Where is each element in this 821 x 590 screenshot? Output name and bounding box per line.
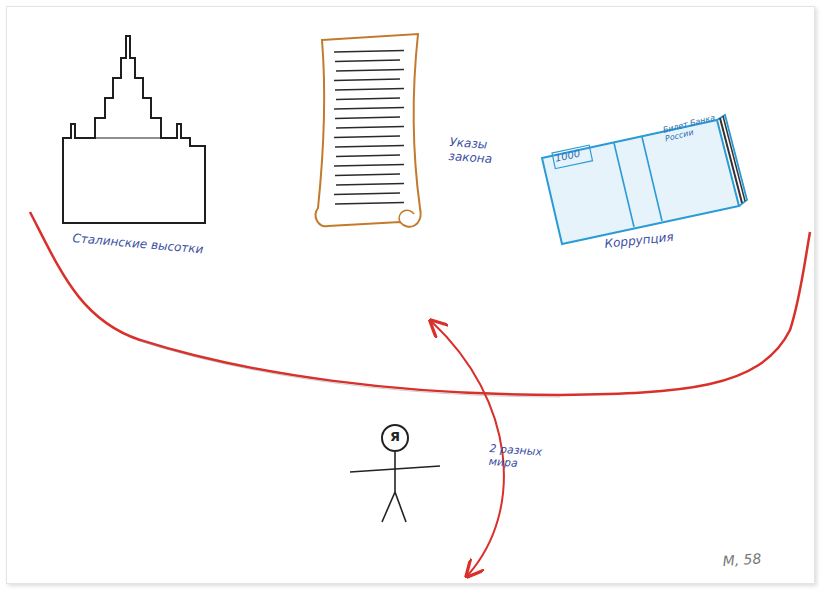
building-sketch: Сталинские высотки [55,28,215,263]
stick-figure [350,452,440,522]
document-sketch: Указы закона [300,30,510,235]
node-text: Я [381,430,409,445]
building-outline [55,28,215,263]
arrow-label: 2 разных мира [488,443,564,473]
boundary-curve [30,212,810,395]
node-text: Сталинские высотки [72,232,213,258]
paper-frame [6,6,815,584]
scroll-outline [300,30,510,235]
banknote-sketch: 1000Билет Банка РоссииКоррупция [532,98,764,266]
node-text: Указы закона [448,136,512,168]
boundary-shadow [140,341,560,397]
person-head: Я [381,424,409,452]
participant-code: М, 58 [722,548,793,569]
